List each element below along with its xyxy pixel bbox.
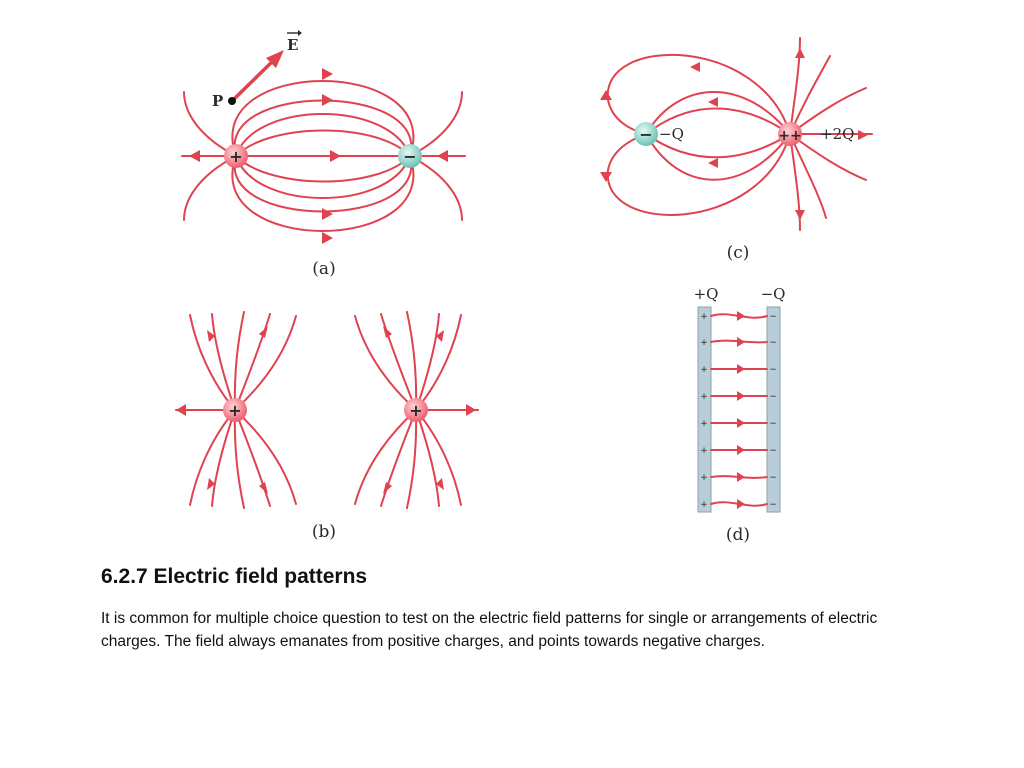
panel-b-left-sign: + [228, 401, 241, 420]
svg-text:+: + [700, 392, 708, 402]
svg-text:−: − [769, 500, 777, 510]
svg-text:−: − [769, 312, 777, 322]
panel-b-right-arrows [383, 326, 476, 494]
panel-a-negative-sign: − [403, 147, 416, 166]
svg-text:−: − [769, 446, 777, 456]
svg-text:+: + [700, 446, 708, 456]
svg-text:+: + [700, 419, 708, 429]
panel-a-e-vector [230, 56, 278, 103]
panel-b-caption: (b) [312, 522, 336, 542]
panel-d-left-signs: + + + + + + + + [700, 312, 708, 510]
panel-d-right-plate [766, 306, 781, 513]
svg-text:−: − [769, 473, 777, 483]
svg-text:+: + [700, 312, 708, 322]
panel-c-negative-sign: − [639, 125, 652, 144]
panel-c-positive-label: +2Q [820, 125, 854, 143]
panel-c-caption: (c) [727, 243, 750, 263]
panel-a-positive-sign: + [229, 147, 242, 166]
svg-text:−: − [769, 338, 777, 348]
panel-b-right-sign: + [409, 401, 422, 420]
panel-b-left-arrows [176, 326, 268, 494]
panel-d-left-plate-label: +Q [694, 285, 719, 303]
panel-a-dipole: P E + − (a) [181, 30, 466, 279]
panel-c-unequal-charges: − −Q ++ +2Q (c) [600, 37, 873, 263]
panel-a-arrows [189, 68, 448, 244]
electric-field-figure: P E + − (a) + [175, 30, 873, 545]
panel-c-positive-sign: ++ [778, 128, 801, 144]
panel-c-field-lines [606, 37, 873, 231]
panel-b-left-field-lines [175, 311, 297, 509]
section-heading: 6.2.7 Electric field patterns [101, 565, 368, 588]
panel-d-parallel-plates: +Q −Q + + + + + [694, 285, 786, 545]
panel-a-point-p-dot [228, 97, 236, 105]
panel-b-left-positive-charge [223, 398, 247, 422]
panel-a-vector-label: E [287, 36, 298, 54]
panel-d-caption: (d) [726, 525, 750, 545]
panel-d-right-signs: − − − − − − − − [769, 312, 777, 510]
svg-text:+: + [700, 338, 708, 348]
panel-c-negative-charge [634, 122, 658, 146]
panel-b-like-charges: + + (b) [175, 311, 479, 542]
svg-text:+: + [700, 500, 708, 510]
panel-d-left-plate [697, 306, 712, 513]
panel-c-negative-label: −Q [659, 125, 684, 143]
svg-text:−: − [769, 419, 777, 429]
section-body-text: It is common for multiple choice questio… [101, 610, 878, 650]
panel-a-positive-charge [224, 144, 248, 168]
panel-a-point-label: P [212, 92, 223, 110]
svg-text:−: − [769, 392, 777, 402]
panel-d-arrows [737, 311, 745, 509]
panel-a-caption: (a) [312, 259, 335, 279]
svg-text:+: + [700, 473, 708, 483]
panel-a-negative-charge [398, 144, 422, 168]
panel-c-positive-charge [778, 122, 802, 146]
panel-d-right-plate-label: −Q [761, 285, 786, 303]
panel-c-arrows [600, 48, 868, 220]
panel-b-right-positive-charge [404, 398, 428, 422]
svg-text:−: − [769, 365, 777, 375]
svg-text:+: + [700, 365, 708, 375]
